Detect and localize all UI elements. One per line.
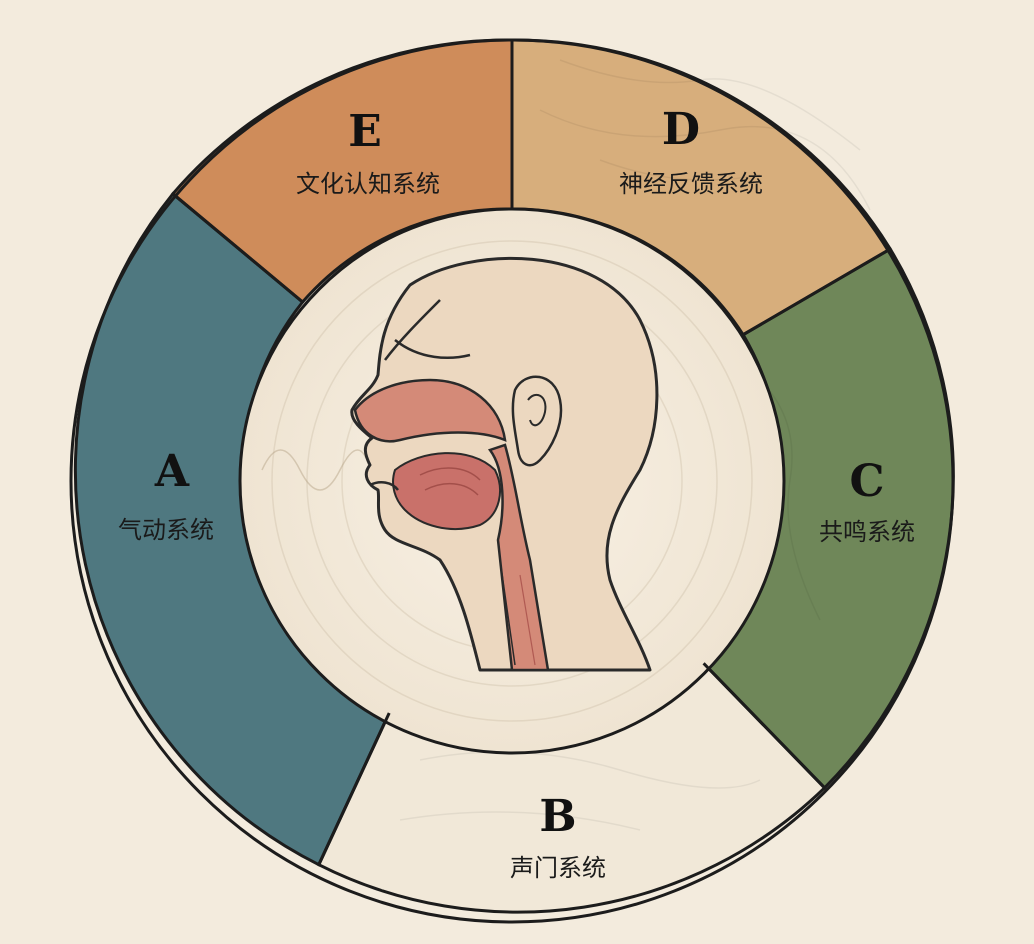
segment-a-label: 气动系统 [118, 516, 214, 544]
segment-b-labels: B 声门系统 [510, 791, 606, 882]
segment-c-label: 共鸣系统 [819, 518, 915, 546]
segment-a-letter: A [154, 446, 190, 497]
segment-d-label: 神经反馈系统 [619, 170, 763, 198]
segment-d-letter: D [662, 104, 700, 155]
segment-c-letter: C [849, 456, 884, 507]
segment-c-labels: C 共鸣系统 [819, 456, 915, 546]
segment-b-letter: B [539, 791, 576, 842]
segment-e-labels: E 文化认知系统 [296, 106, 440, 198]
texture-lines [399, 59, 871, 831]
segment-e-label: 文化认知系统 [296, 170, 440, 198]
segment-a-labels: A 气动系统 [118, 446, 214, 544]
segment-d-labels: D 神经反馈系统 [619, 104, 763, 198]
segment-e-letter: E [348, 106, 382, 157]
segment-b-label: 声门系统 [510, 854, 606, 882]
head-vocal-tract-icon [350, 256, 659, 672]
segment-dividers [171, 40, 891, 866]
